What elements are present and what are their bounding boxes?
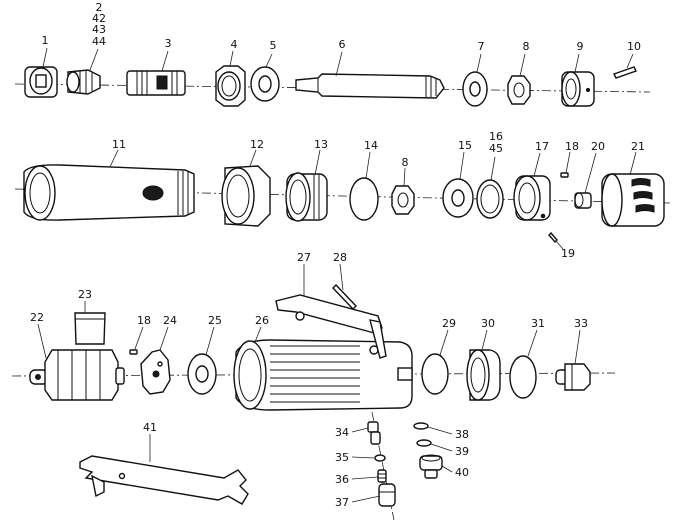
part-34-valve [367,421,381,445]
callout-21: 21 [631,140,645,153]
callout-7: 7 [478,40,485,53]
callout-39: 39 [455,445,469,458]
part-18-pin-row3 [129,349,138,355]
part-8-nut [507,75,531,105]
callout-33: 33 [574,317,588,330]
part-18-pin [560,172,569,178]
row3-leaders [37,263,581,365]
part-30-end-cap [466,349,501,401]
callout-42: 42 [92,12,106,25]
callout-28: 28 [333,251,347,264]
callout-43: 43 [92,23,106,36]
part-21-muffler [601,173,665,227]
callout-36: 36 [335,473,349,486]
callout-45: 45 [489,142,503,155]
callout-13: 13 [314,138,328,151]
row2-leaders [109,149,637,250]
part-25-bearing [187,353,217,395]
part-15-bearing [442,178,474,218]
row1-leaders [42,47,634,77]
part-13-bushing [285,172,328,222]
callout-10: 10 [627,40,641,53]
callout-34: 34 [335,426,349,439]
callout-41: 41 [143,421,157,434]
part-20-spacer [574,192,592,209]
callout-26: 26 [255,314,269,327]
part-19-pin [548,231,558,244]
callout-8-row2: 8 [402,156,409,169]
part-31-gasket [509,355,537,399]
callout-35: 35 [335,451,349,464]
row4-leaders [351,426,453,503]
part-38-o-ring [413,422,429,430]
callout-24: 24 [163,314,177,327]
callout-37: 37 [335,496,349,509]
part-7-bearing [462,71,488,107]
part-2-collet [66,69,101,95]
callout-17: 17 [535,140,549,153]
callout-1: 1 [42,34,49,47]
part-5-washer [250,66,280,102]
part-29-o-ring [421,353,449,395]
callout-9: 9 [577,40,584,53]
part-33-fitting [555,363,591,391]
callout-31: 31 [531,317,545,330]
part-11-housing [23,164,195,221]
part-37-plug [378,483,396,507]
callout-5: 5 [270,39,277,52]
callout-11: 11 [112,138,126,151]
part-17-cylinder [513,175,551,221]
part-41-wrench [79,455,249,505]
callout-22: 22 [30,311,44,324]
part-6-shaft [295,73,445,99]
callout-20: 20 [591,140,605,153]
part-4-hex-nut [215,65,246,107]
callout-18-row3: 18 [137,314,151,327]
callout-18-row2: 18 [565,140,579,153]
part-1-collet-nut [24,66,58,98]
part-22-motor [29,349,125,401]
part-39-o-ring [416,439,432,447]
callout-30: 30 [481,317,495,330]
part-9-sleeve [561,71,595,107]
callout-3: 3 [165,37,172,50]
callout-23: 23 [78,288,92,301]
part-8-nut-row2 [391,185,415,215]
callout-6: 6 [339,38,346,51]
callout-2: 2 [96,1,103,14]
callout-44: 44 [92,35,106,48]
part-40-plug [419,454,443,479]
callout-4: 4 [231,38,238,51]
callout-14: 14 [364,139,378,152]
part-12-ring-nut [221,165,271,227]
part-3-spindle [126,70,186,96]
part-27-lever [275,294,387,359]
part-36-spring [377,469,387,483]
part-26-body [233,339,413,411]
callout-16: 16 [489,130,503,143]
callout-15: 15 [458,139,472,152]
part-24-end-plate [140,349,171,395]
part-28-pin [332,283,357,311]
callout-19: 19 [561,247,575,260]
part-14-o-ring [349,177,379,221]
callout-29: 29 [442,317,456,330]
callout-8-top: 8 [523,40,530,53]
part-35-washer [374,454,386,462]
callout-38: 38 [455,428,469,441]
callout-25: 25 [208,314,222,327]
callout-27: 27 [297,251,311,264]
part-23-cover [74,312,106,345]
part-10-pin [613,66,637,79]
callout-40: 40 [455,466,469,479]
row1-axis-line [14,83,651,93]
part-16-washer [476,179,504,219]
callout-12: 12 [250,138,264,151]
